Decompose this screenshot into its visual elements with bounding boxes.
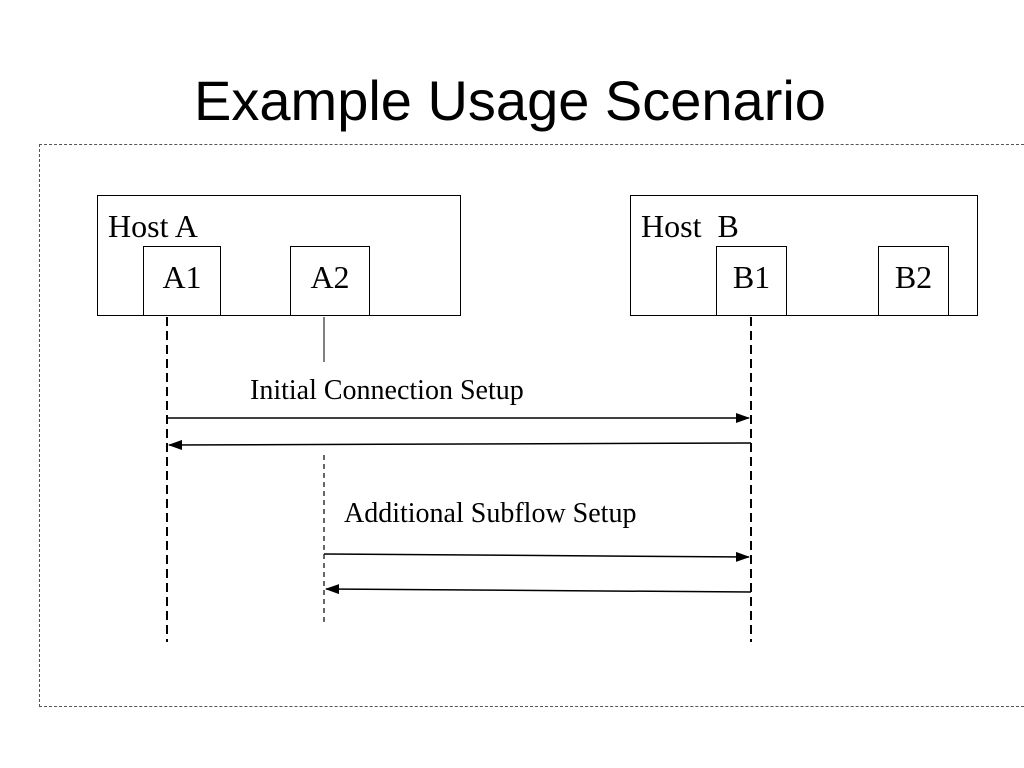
endpoint-a2-label: A2 [310,259,350,295]
endpoint-b2-label: B2 [894,259,933,295]
endpoint-b2: B2 [878,246,949,316]
slide-title-text: Example Usage Scenario [194,69,826,132]
slide-title: Example Usage Scenario [0,66,1024,136]
endpoint-b1: B1 [716,246,787,316]
initial-connection-label: Initial Connection Setup [250,375,524,406]
host-b-label: Host B [641,208,739,244]
endpoint-b1-label: B1 [732,259,771,295]
arrow-a2-to-b1 [323,551,750,562]
diagram-frame [39,144,1024,707]
additional-subflow-label: Additional Subflow Setup [344,498,637,529]
arrow-b1-to-a2 [325,584,752,595]
host-a-label: Host A [108,208,198,244]
endpoint-a2: A2 [290,246,370,316]
endpoint-a1-label: A1 [162,259,202,295]
endpoint-a1: A1 [143,246,221,316]
arrow-b1-to-a1 [168,439,752,450]
